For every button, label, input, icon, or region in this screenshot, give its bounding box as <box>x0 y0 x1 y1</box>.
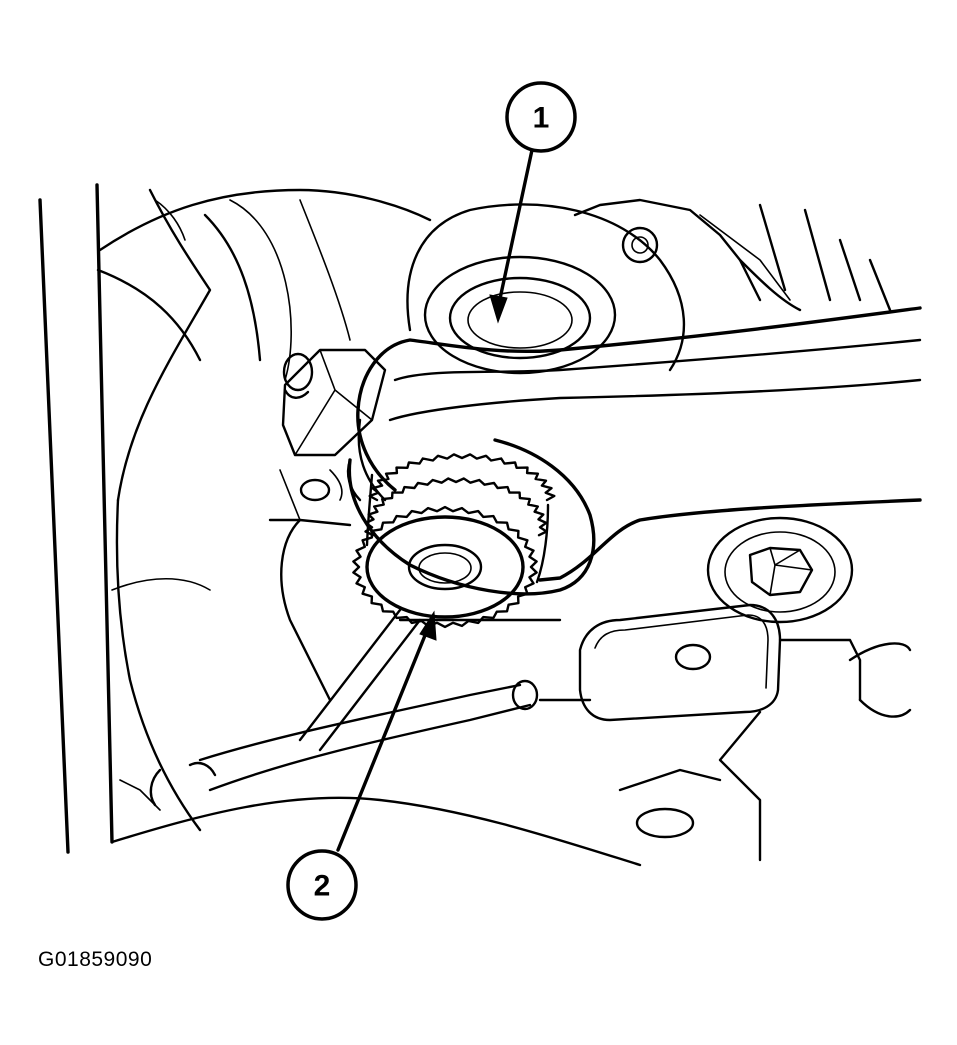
cables <box>119 608 539 811</box>
mounting-boss <box>406 198 892 375</box>
leader-arrow-1 <box>489 148 534 324</box>
callout-1: 1 <box>505 81 577 153</box>
callout-2-label: 2 <box>314 870 331 903</box>
callout-1-label: 1 <box>533 102 550 135</box>
eccentric-plate <box>346 438 596 596</box>
callout-2: 2 <box>286 849 358 921</box>
adjusting-nut <box>281 348 387 457</box>
housing-outline <box>38 183 642 867</box>
figure-id-label: G01859090 <box>38 948 153 971</box>
leader-arrow-2 <box>336 610 437 852</box>
knurled-adjuster <box>352 453 556 629</box>
control-arm <box>356 306 922 582</box>
hex-bolt <box>706 516 854 624</box>
lower-bracket <box>268 469 912 862</box>
